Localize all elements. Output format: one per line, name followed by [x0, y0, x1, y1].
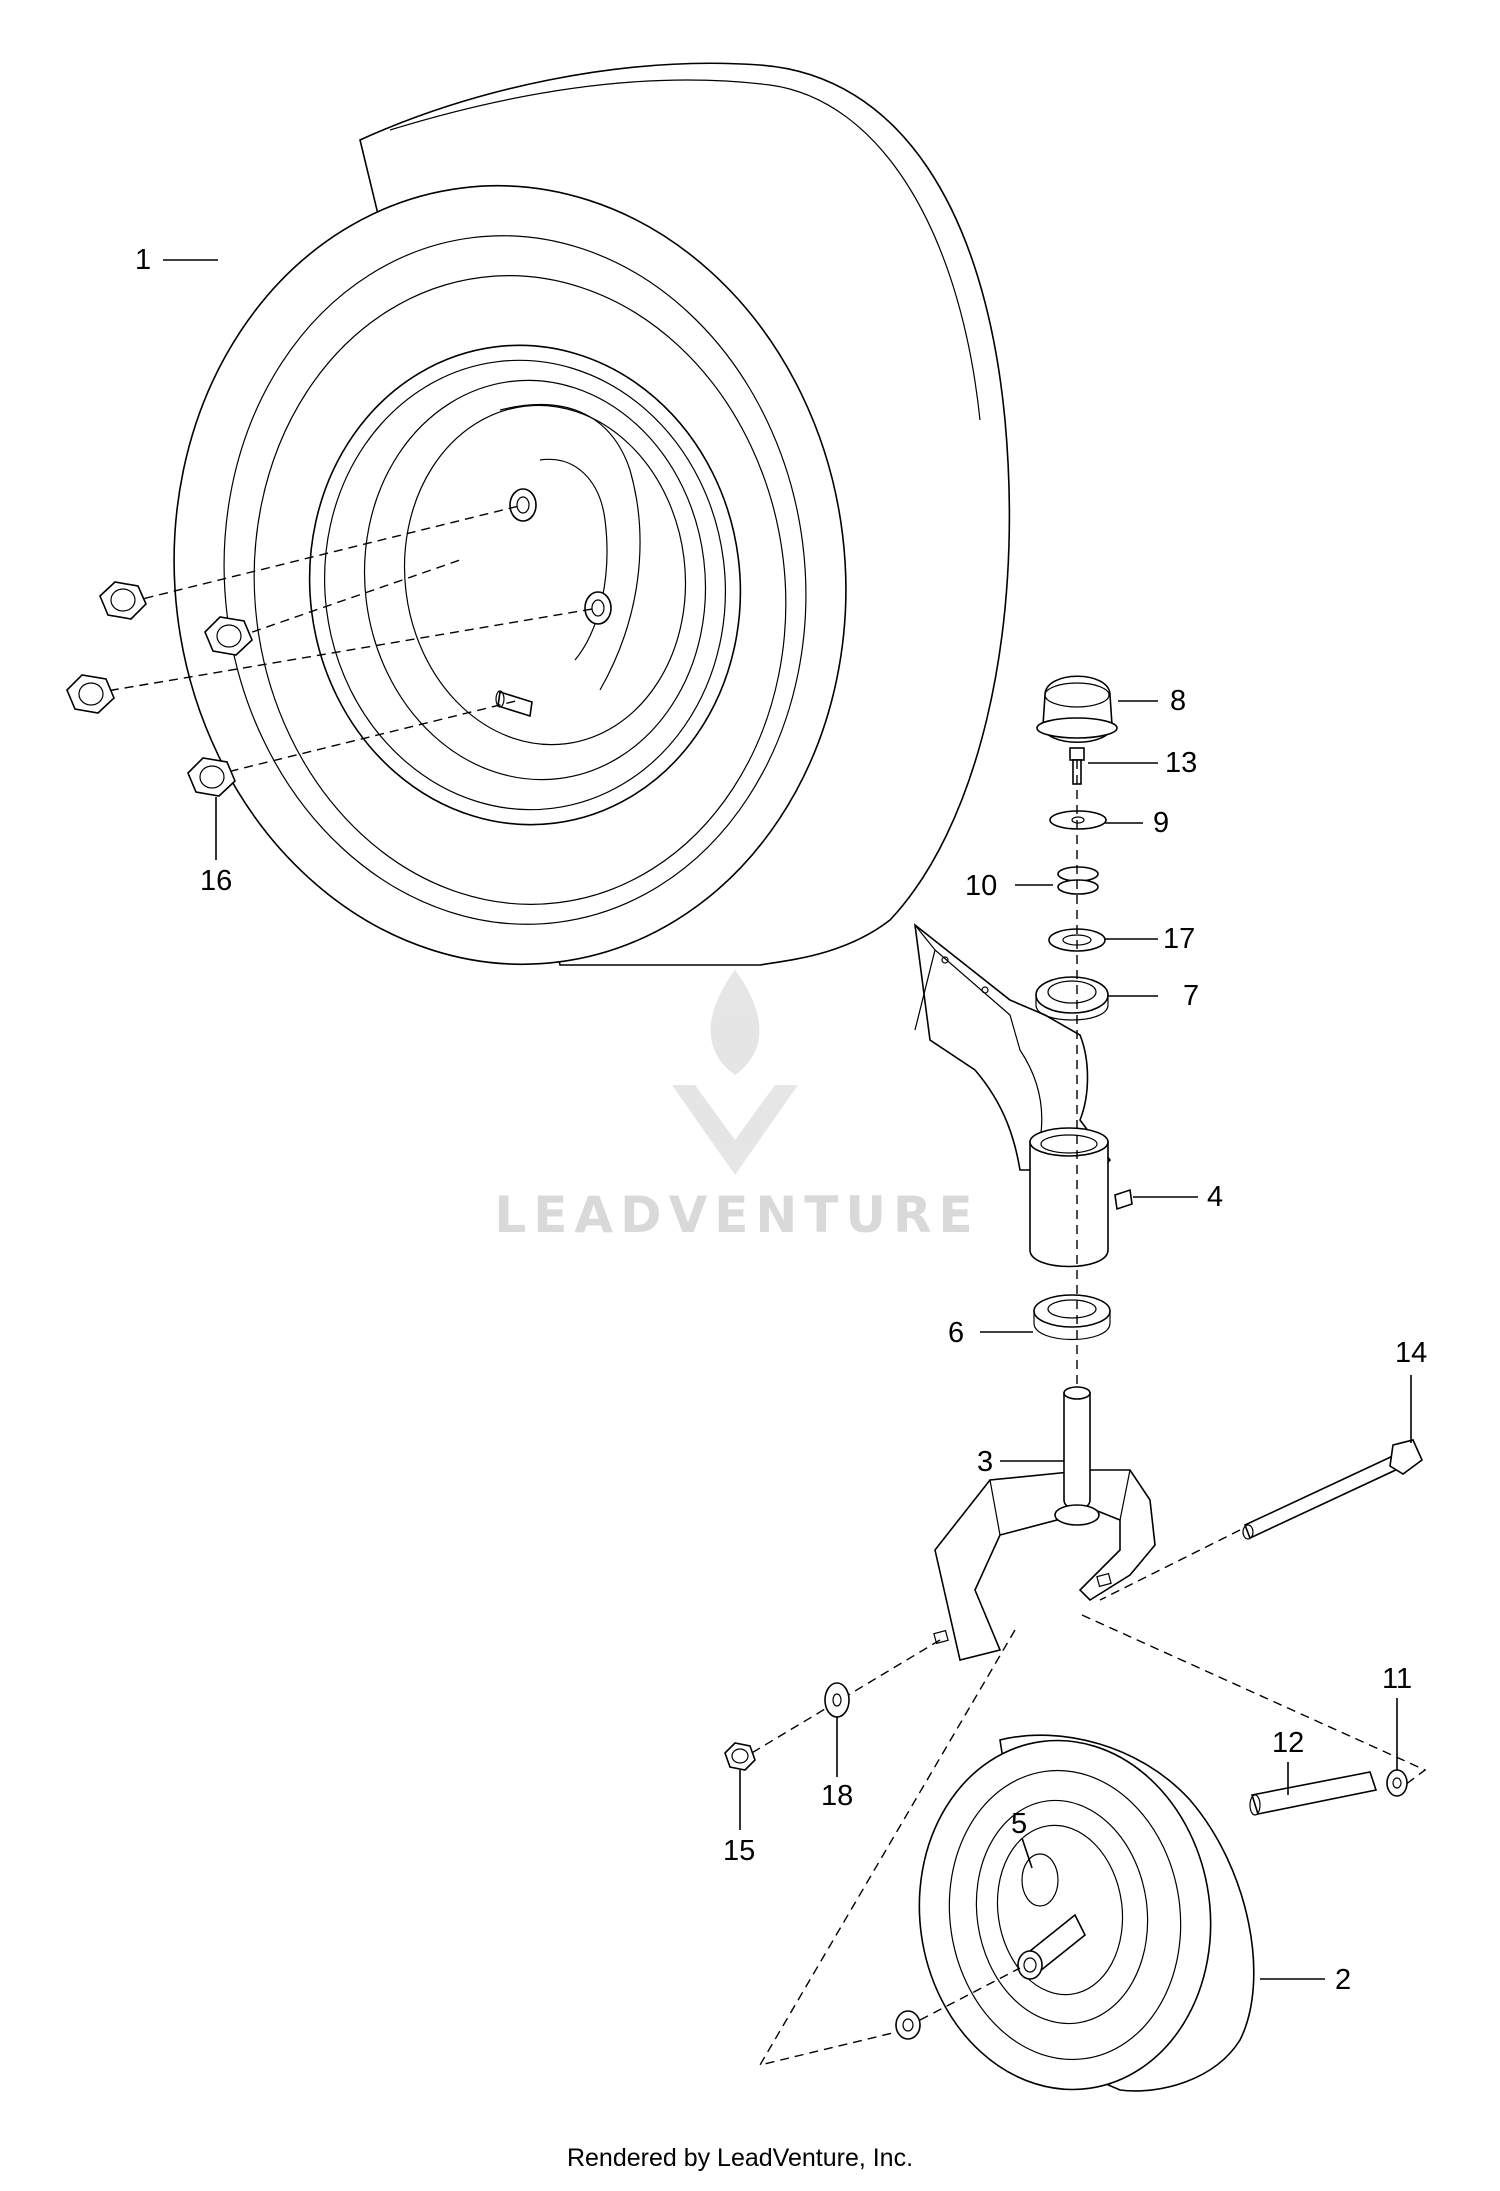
part-16-lug-nut	[187, 757, 236, 797]
part-16-lug-nut	[204, 616, 253, 656]
caster-wheel-washer	[895, 2010, 921, 2040]
callout-8: 8	[1170, 685, 1186, 717]
callout-5: 5	[1011, 1808, 1027, 1840]
part-8-dust-cap	[1036, 675, 1118, 743]
callout-12: 12	[1272, 1727, 1304, 1759]
part-9-washer	[1049, 810, 1107, 830]
callout-1: 1	[135, 244, 151, 276]
part-16-lug-nut	[66, 674, 115, 714]
part-1-large-wheel	[173, 62, 1011, 966]
callout-2: 2	[1335, 1964, 1351, 1996]
part-14-bolt	[1242, 1439, 1423, 1540]
part-7-bearing	[1035, 976, 1109, 1021]
part-6-bearing	[1033, 1294, 1111, 1340]
part-16-lug-nut	[99, 581, 147, 620]
callout-4: 4	[1207, 1181, 1223, 1213]
callout-11: 11	[1382, 1663, 1412, 1695]
callout-3: 3	[977, 1446, 993, 1478]
callout-17: 17	[1163, 923, 1195, 955]
callout-10: 10	[965, 870, 997, 902]
callout-9: 9	[1153, 807, 1169, 839]
callout-13: 13	[1165, 747, 1197, 779]
callout-14: 14	[1395, 1337, 1427, 1369]
part-15-nut	[724, 1742, 756, 1771]
footer-credit: Rendered by LeadVenture, Inc.	[567, 2144, 913, 2172]
part-12-spacer-tube	[1249, 1771, 1378, 1816]
part-3-caster-fork	[933, 1386, 1156, 1661]
callout-6: 6	[948, 1317, 964, 1349]
callout-16: 16	[200, 865, 232, 897]
leader-lines	[163, 259, 1412, 1980]
part-2-caster-wheel	[918, 1734, 1255, 2092]
callout-18: 18	[821, 1780, 853, 1812]
callout-7: 7	[1183, 980, 1199, 1012]
part-10-spring	[1057, 866, 1099, 895]
watermark-text: LEADVENTURE	[494, 1186, 979, 1244]
part-18-washer	[824, 1682, 850, 1718]
watermark-logo	[672, 970, 798, 1175]
part-4-pivot-tube	[1029, 1127, 1133, 1268]
callout-15: 15	[723, 1835, 755, 1867]
part-11-washer	[1386, 1769, 1408, 1797]
